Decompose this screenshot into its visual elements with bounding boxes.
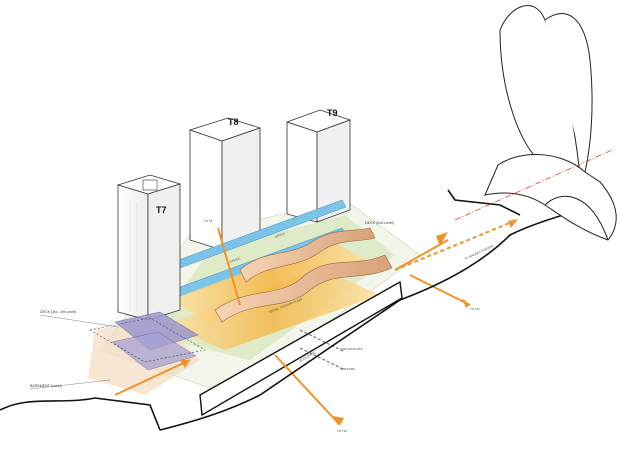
label-office-2: OFFICE <box>274 231 286 239</box>
label-link-east: TO T11 <box>470 307 480 311</box>
retail-layer-lower <box>165 268 380 350</box>
label-deck-2nd: DECK (2nd Level) <box>365 221 394 225</box>
label-basement: BASEMENT (Level) <box>30 384 62 388</box>
tower-label-t9: T9 <box>327 108 338 118</box>
arrow-head-south <box>333 416 344 425</box>
orange-circulation <box>114 221 513 426</box>
grey-dashed-arrows <box>299 329 346 371</box>
arrow-head-southeast <box>462 298 470 308</box>
red-axis-line <box>454 149 613 221</box>
arrow-head-east <box>436 232 448 246</box>
tower-label-t8: T8 <box>228 117 239 127</box>
retail-layer-upper <box>170 240 370 322</box>
bridge-deck <box>214 254 393 323</box>
label-car-dropoff: CAR DROP-OFF <box>340 347 363 351</box>
tower-t8 <box>188 117 262 251</box>
label-link-south: TO T10 <box>337 429 347 433</box>
deck-2nd-level <box>111 331 197 371</box>
label-deck-3rd: DECK (3rd - 5m Level) <box>40 310 76 314</box>
arrow-head-northeast <box>508 219 518 228</box>
label-link-north: TO T6 <box>204 219 213 223</box>
sail-landmark <box>484 5 617 241</box>
arrow-head-southwest <box>180 360 190 368</box>
t7-base-outline <box>89 317 206 363</box>
bridge-deck-upper <box>239 227 376 283</box>
tower-t7 <box>116 174 182 321</box>
label-car-park: CAR PARK <box>340 367 355 371</box>
tower-label-t7: T7 <box>156 205 167 215</box>
tower-t9 <box>285 109 352 223</box>
label-office-1: OFFICE <box>229 256 241 264</box>
